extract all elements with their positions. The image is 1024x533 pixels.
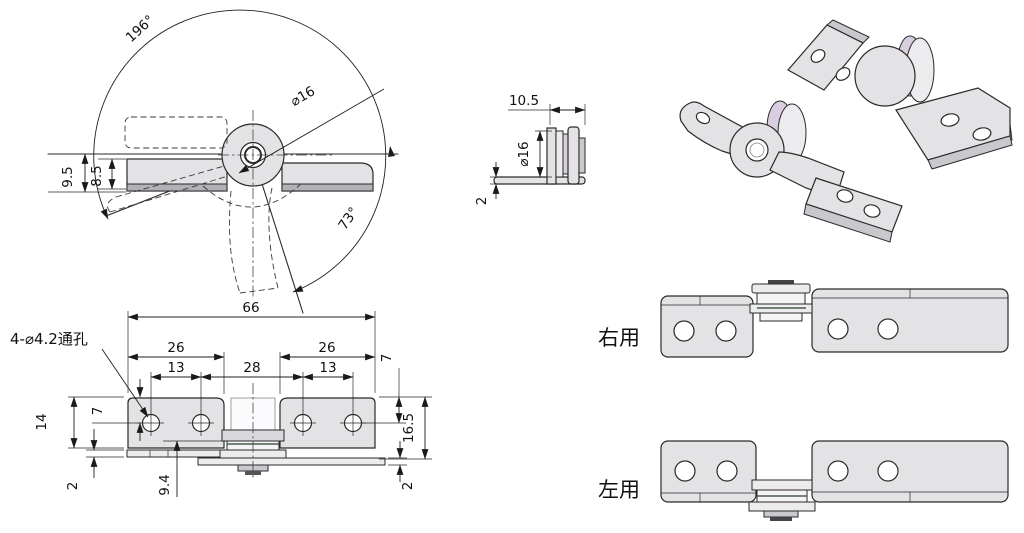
lh-leaf-left	[660, 440, 757, 503]
lower-leaf-right	[197, 457, 386, 466]
lh-rivet	[770, 517, 792, 521]
lh-stack-top	[751, 479, 813, 491]
dim-disc-diameter: ⌀16	[516, 141, 532, 166]
dim-8-5: 8.5	[89, 165, 105, 186]
upper-leaf-right	[279, 397, 376, 449]
arc-tick-arrow	[388, 146, 395, 157]
ext-lines-66	[127, 311, 376, 393]
sweep-arc	[93, 9, 387, 293]
pivot-disc	[567, 126, 580, 185]
dim-13-left: 13	[167, 360, 184, 376]
phantom-end-arc	[107, 196, 117, 213]
front-dimension-view: 66 26 26 13 28 13 7 16.5 2 14 7 2	[10, 300, 432, 497]
ext-lines-13-28	[150, 372, 354, 411]
leader-hub-diameter	[238, 88, 385, 174]
lh-stack-bottom	[763, 510, 799, 518]
phantom-lever-left	[229, 190, 241, 294]
left-hand-view: 左用	[598, 440, 1009, 521]
lower-leaf-left-joints	[149, 450, 169, 457]
disc-cap	[578, 137, 586, 174]
dim-26-left: 26	[167, 340, 184, 356]
bracket-vertical	[546, 127, 557, 185]
plate-base-strip-right	[281, 183, 374, 192]
dim-13-right: 13	[319, 360, 336, 376]
dim-thickness-2: 2	[474, 197, 490, 206]
rh-stack-top	[751, 283, 811, 294]
isometric-hinge-left	[679, 100, 903, 243]
angle-line-73	[256, 167, 304, 314]
rh-rivet	[768, 280, 794, 284]
dim-14: 14	[34, 413, 50, 430]
upper-leaf-left	[127, 397, 225, 449]
dim-7-right: 7	[379, 354, 395, 363]
dim-28: 28	[243, 360, 260, 376]
phantom-hub-arc	[202, 181, 304, 208]
angle-label-196: 196°	[123, 12, 158, 46]
dim-hub-diameter: ⌀16	[288, 83, 318, 110]
dim-2-right: 2	[400, 482, 416, 491]
mounting-holes	[138, 410, 366, 436]
rh-leaf-left	[660, 295, 754, 358]
rivet-end	[245, 471, 261, 475]
angle-label-73: 73°	[335, 204, 362, 233]
isometric-hinge-right	[787, 19, 1013, 170]
washer-1	[555, 130, 564, 178]
phantom-lever-bottom	[239, 287, 279, 294]
phantom-plate-open	[124, 116, 228, 149]
right-hand-label: 右用	[598, 326, 640, 350]
isometric-views	[679, 19, 1013, 243]
dim-9-4: 9.4	[157, 474, 173, 495]
rotation-angle-view: 9.5 8.5 ⌀16 196° 73°	[47, 9, 399, 314]
hole-note-leader	[101, 348, 149, 418]
iso-knob	[854, 45, 916, 107]
ext-lines-10-5	[549, 104, 586, 125]
rh-stack-washer	[756, 292, 806, 305]
dim-9-5: 9.5	[60, 166, 76, 187]
left-hand-label: 左用	[598, 478, 640, 502]
dim-26-right: 26	[318, 340, 335, 356]
phantom-lever-right	[268, 187, 279, 289]
hole-note: 4-⌀4.2通孔	[10, 330, 88, 348]
lh-stack-mid	[748, 501, 816, 512]
iso-pad-left	[787, 24, 864, 91]
ext-lines-right	[362, 396, 432, 466]
right-hand-view: 右用	[598, 280, 1009, 358]
side-section-view: 10.5 ⌀16 2	[474, 93, 586, 206]
dim-7-left: 7	[90, 407, 106, 416]
phantom-line-1	[109, 175, 229, 213]
dim-66: 66	[242, 300, 259, 316]
dim-16-5: 16.5	[401, 413, 417, 443]
dim-10-5: 10.5	[509, 93, 539, 109]
dim-2-left: 2	[65, 482, 81, 491]
plate-base-strip-left	[126, 183, 228, 192]
rh-stack-bottom	[759, 312, 803, 322]
washer-2	[562, 133, 569, 175]
ext-lines-left	[68, 396, 124, 458]
